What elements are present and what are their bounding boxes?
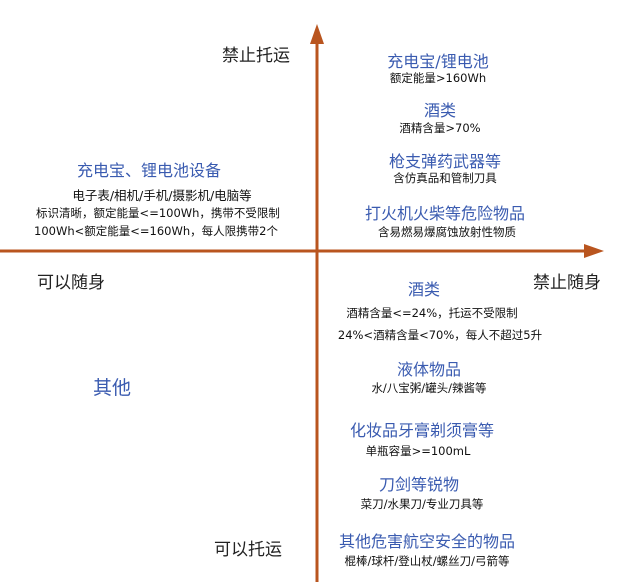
br-item-title: 液体物品 <box>396 360 462 379</box>
bl-title: 其他 <box>92 377 132 399</box>
tr-item-detail: 额定能量>160Wh <box>389 71 487 85</box>
tr-item-title: 枪支弹药武器等 <box>388 152 502 171</box>
br-alcohol-line-2: 24%<酒精含量<70%，每人不超过5升 <box>337 328 543 342</box>
br-alcohol-title: 酒类 <box>407 280 441 299</box>
tr-item-detail: 酒精含量>70% <box>399 121 481 135</box>
tr-item-detail: 含易燃易爆腐蚀放射性物质 <box>378 225 516 239</box>
br-item-title: 其他危害航空安全的物品 <box>338 532 516 551</box>
br-item-title: 刀剑等锐物 <box>378 475 460 494</box>
br-item-detail: 单瓶容量>=100mL <box>365 444 471 458</box>
br-item-detail: 棍棒/球杆/登山杖/螺丝刀/弓箭等 <box>344 554 510 568</box>
vertical-axis-arrowhead <box>310 24 324 44</box>
br-item-detail: 菜刀/水果刀/专业刀具等 <box>360 497 484 511</box>
axis-label-right: 禁止随身 <box>533 273 601 293</box>
horizontal-axis-arrowhead <box>584 244 604 258</box>
tl-title: 充电宝、锂电池设备 <box>76 161 222 180</box>
br-item-title: 化妆品牙膏剃须膏等 <box>349 421 495 440</box>
br-item-detail: 水/八宝粥/罐头/辣酱等 <box>371 381 487 395</box>
tr-item-title: 充电宝/锂电池 <box>387 52 489 71</box>
axis-label-top: 禁止托运 <box>222 46 290 66</box>
tl-line-3: 100Wh<额定能量<=160Wh，每人限携带2个 <box>34 224 278 238</box>
tr-item-detail: 含仿真品和管制刀具 <box>393 171 497 185</box>
tl-line-1: 电子表/相机/手机/摄影机/电脑等 <box>72 188 252 203</box>
tr-item-title: 打火机火柴等危险物品 <box>364 204 526 223</box>
axis-label-bottom: 可以托运 <box>214 540 282 560</box>
axis-label-left: 可以随身 <box>37 273 105 293</box>
tr-item-title: 酒类 <box>423 101 457 120</box>
tl-line-2: 标识清晰，额定能量<=100Wh，携带不受限制 <box>36 206 280 220</box>
br-alcohol-line-1: 酒精含量<=24%，托运不受限制 <box>346 306 518 320</box>
